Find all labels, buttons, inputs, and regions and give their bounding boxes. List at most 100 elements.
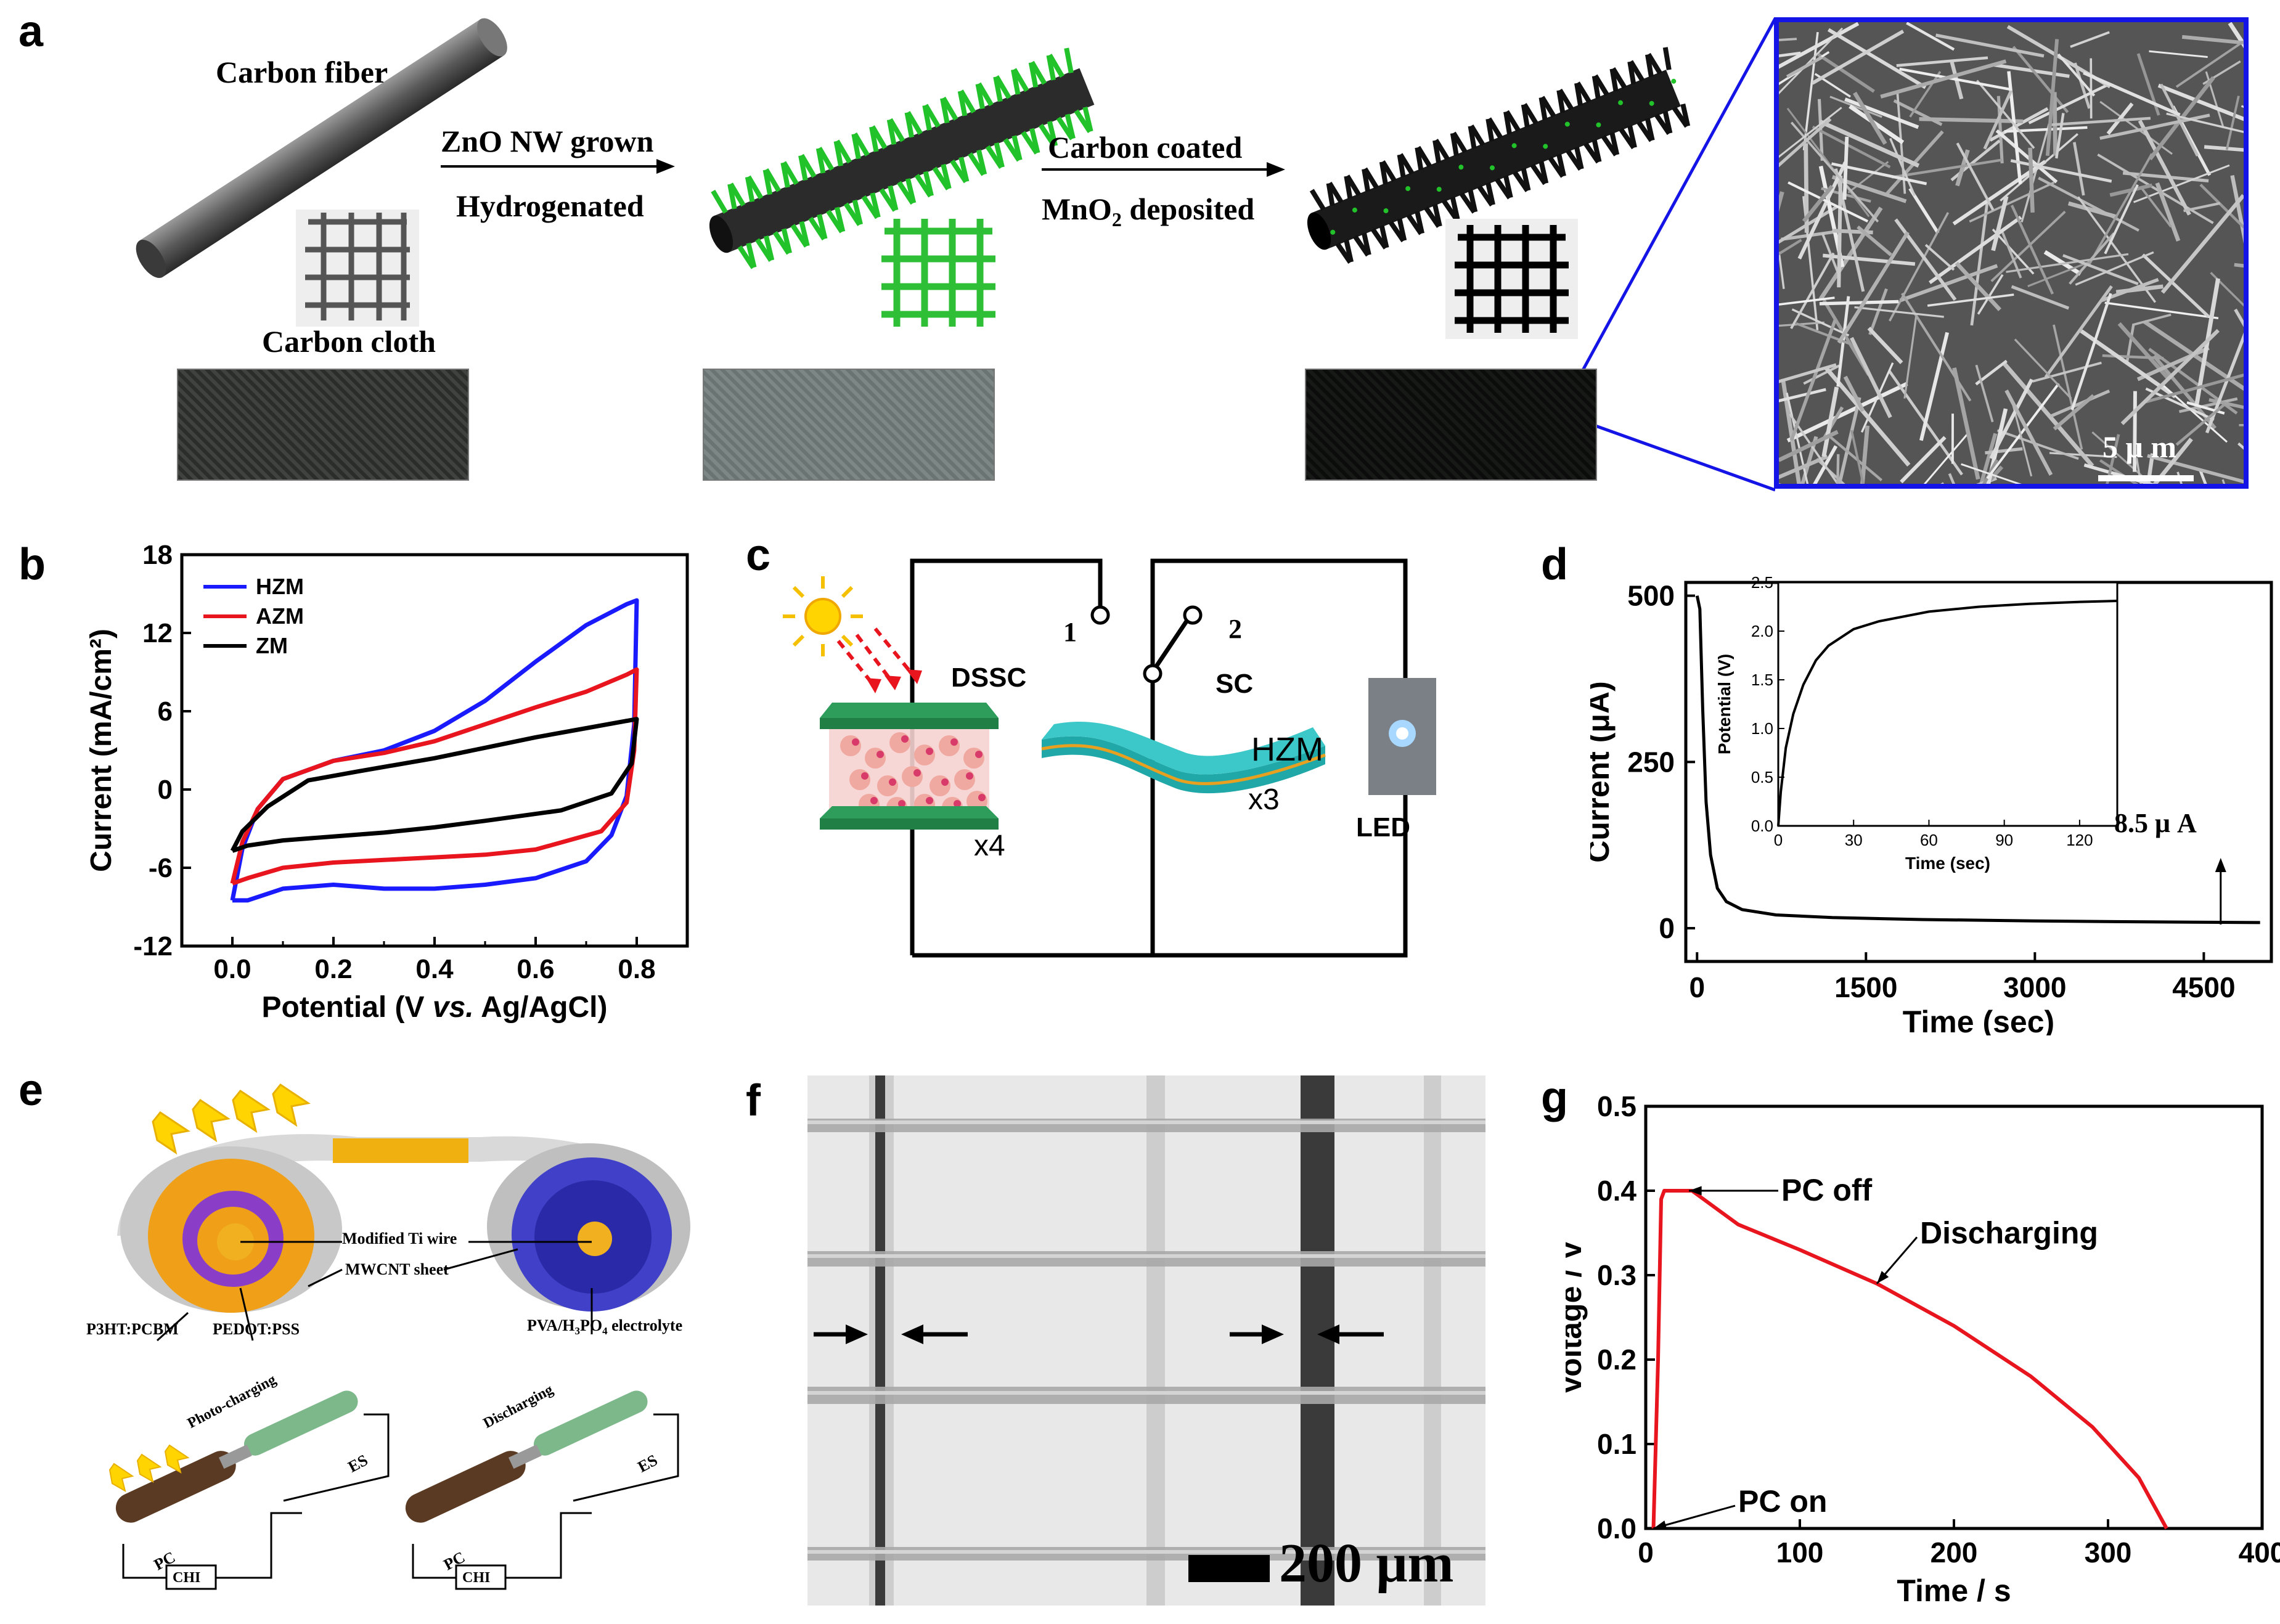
inset-potential-curve (1777, 600, 2118, 826)
nanowire (817, 147, 835, 171)
sem-nanowire (2083, 71, 2181, 116)
sem-nanowire (1779, 38, 1797, 41)
sem-nanowire (2099, 459, 2139, 484)
sem-nanowire (2244, 240, 2249, 247)
switch-terminal-1 (1090, 605, 1110, 625)
panel-label-b: b (18, 540, 46, 589)
sem-nanowire (2057, 53, 2096, 97)
sem-nanowire (1927, 293, 2014, 307)
pc-cross-section (120, 1146, 342, 1313)
sem-nanowire (2166, 112, 2244, 133)
inset-x-tick-label: 90 (1995, 831, 2013, 849)
sem-nanowire (2138, 120, 2191, 216)
dssc-particle (840, 735, 861, 756)
sem-nanowire (1909, 71, 1942, 118)
nanowire (764, 168, 781, 192)
sem-nanowire (1826, 433, 1883, 481)
inset-x-tick-label: 0 (1774, 831, 1783, 849)
sem-nanowire (1880, 59, 2007, 99)
sem-nanowire (2140, 187, 2172, 228)
sem-nanowire (2181, 35, 2244, 45)
sem-nanowire (2011, 285, 2070, 310)
x-tick-label: 100 (1776, 1536, 1824, 1569)
led-photo (1368, 678, 1436, 795)
sem-nanowire (2072, 142, 2085, 196)
dssc-particle (930, 775, 950, 796)
switch-pivot (1143, 664, 1162, 683)
y-tick-label: 500 (1627, 580, 1675, 612)
x-axis-label-part: Potential (V (262, 991, 433, 1024)
sem-nanowire (1849, 104, 1905, 145)
x-tick-label: 0 (1689, 971, 1705, 1003)
nanowire (746, 175, 764, 200)
sem-nanowire (1829, 96, 1882, 118)
sem-nanowire (1812, 125, 1891, 169)
nanowire (958, 89, 976, 114)
green-dot (1649, 100, 1654, 106)
plot-frame (1644, 1104, 2264, 1530)
carbon-cloth-photo (177, 369, 469, 481)
nanowire (1011, 135, 1023, 161)
e-pva-label: PVA/H3PO4 electrolyte (527, 1316, 683, 1337)
inset-y-tick-label: 1.0 (1751, 719, 1773, 738)
d-annotation: 8.5 μ A (2114, 808, 2197, 838)
sem-nanowire (2097, 153, 2214, 224)
nanowire (764, 235, 775, 261)
sem-nanowire (1992, 228, 2035, 275)
sem-nanowire (2208, 398, 2244, 409)
sem-nanowire (2088, 153, 2153, 266)
sem-nanowire (2160, 83, 2199, 157)
sem-nanowire (1802, 184, 1834, 223)
sem-nanowire (1779, 118, 1832, 168)
sem-nanowire (2050, 116, 2151, 126)
green-dot (1543, 144, 1548, 149)
nanowire (1309, 189, 1326, 211)
sem-nanowire (1790, 252, 1835, 330)
pc-on-arrow (1653, 1504, 1736, 1530)
sem-nanowire (1821, 386, 1839, 457)
dssc-particle (902, 766, 923, 787)
sem-nanowire (2004, 390, 2053, 476)
dye-molecule (966, 772, 973, 780)
dye-molecule (898, 800, 905, 807)
sem-nanowire (1797, 161, 1847, 259)
nanowire (746, 242, 757, 268)
sem-nanowire (1786, 382, 1908, 443)
sem-nanowire (1923, 433, 1968, 484)
nanowire (1361, 232, 1371, 256)
panel-a-schematic (136, 17, 1775, 492)
green-dot (1511, 143, 1517, 149)
panel-label-f: f (746, 1076, 761, 1125)
sem-nanowire (2210, 272, 2244, 307)
sem-nanowire (1836, 454, 1840, 484)
nanowire (711, 189, 728, 214)
sem-nanowire (2070, 293, 2112, 410)
nanowire (923, 104, 941, 128)
sem-nanowire (1818, 206, 1883, 301)
legend-label-hzm: HZM (256, 574, 304, 599)
nanowire (1434, 139, 1450, 161)
sem-nanowire (2157, 83, 2244, 121)
sem-nanowire (1779, 239, 1802, 256)
sem-nanowire (2012, 46, 2069, 113)
y-tick-label: 0.3 (1597, 1259, 1636, 1291)
pc-off-label: PC off (1781, 1173, 1873, 1207)
sem-nanowire (2053, 324, 2083, 450)
sem-nanowire (2027, 260, 2091, 288)
dssc-particle (954, 769, 975, 790)
discharging-device (405, 1390, 679, 1590)
dye-molecule (950, 738, 958, 746)
sem-nanowire (2175, 39, 2244, 88)
sem-nanowire (2010, 205, 2054, 295)
x-tick-label: 0.0 (213, 954, 251, 984)
e-p3ht-label: P3HT:PCBM (86, 1320, 179, 1338)
nanowire (799, 153, 817, 178)
nanowire (1416, 145, 1432, 168)
sem-nanowire (1989, 378, 2033, 460)
sem-nanowire (2069, 232, 2115, 285)
nanowire (1556, 153, 1566, 177)
switch-label-2: 2 (1228, 614, 1242, 644)
dssc-particle (963, 748, 984, 769)
sc-label: SC (1216, 669, 1254, 699)
